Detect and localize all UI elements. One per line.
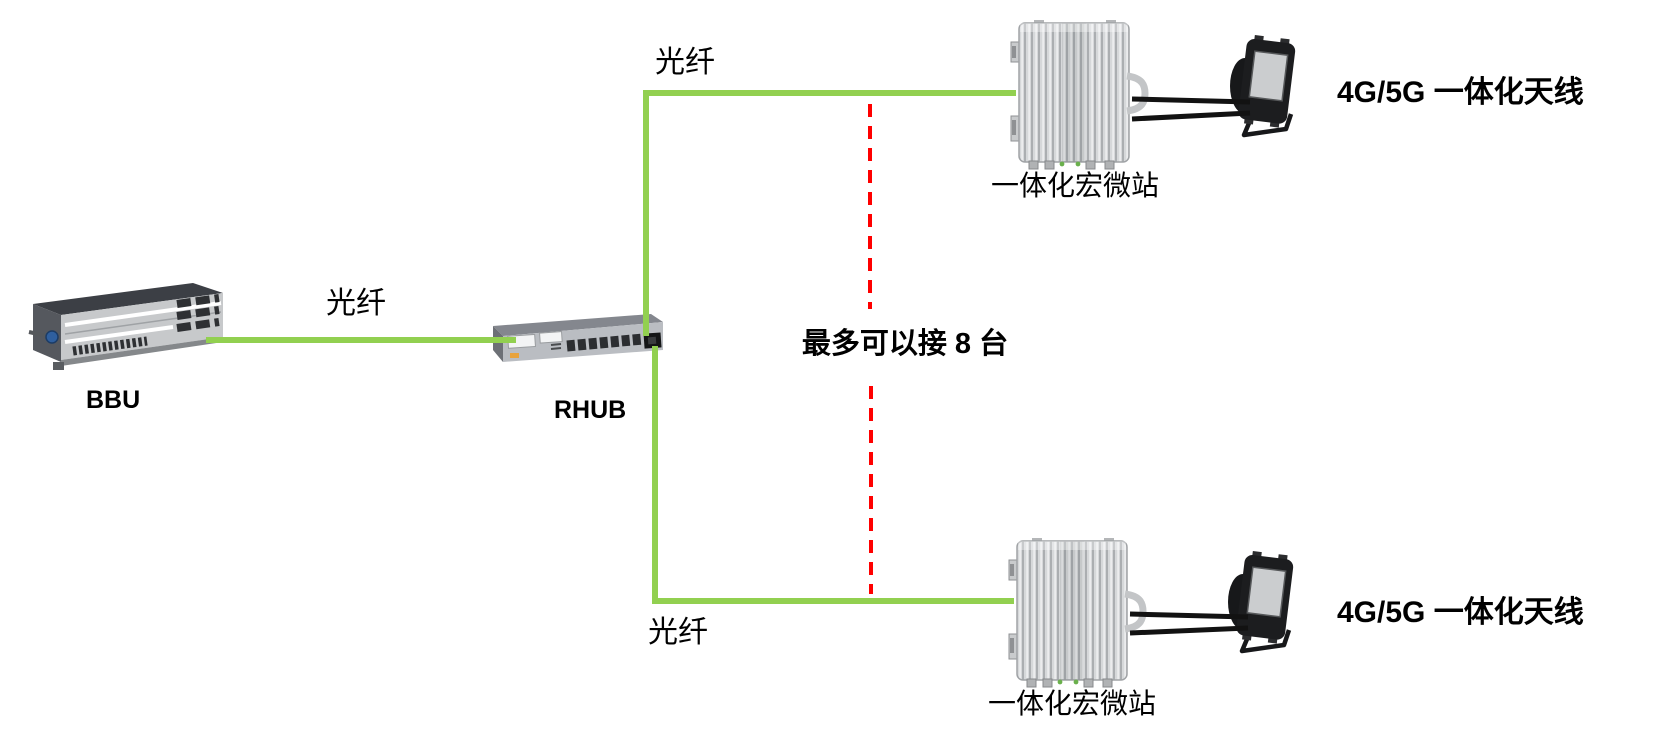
station-top-label: 一体化宏微站 xyxy=(990,170,1159,201)
fiber-label-bbu-rhub: 光纤 xyxy=(326,287,386,320)
station-bottom-label: 一体化宏微站 xyxy=(987,688,1156,719)
rhub-device xyxy=(487,310,665,364)
bbu-device xyxy=(25,280,225,375)
fiber-label-rhub-top: 光纤 xyxy=(655,46,715,79)
antenna-top-device xyxy=(1228,34,1303,139)
station-bottom-device xyxy=(1008,538,1148,688)
antenna-bottom-device xyxy=(1226,550,1301,655)
antenna-bottom-label: 4G/5G 一体化天线 xyxy=(1337,596,1584,629)
fiber-label-rhub-bottom: 光纤 xyxy=(648,616,708,649)
antenna-top-label: 4G/5G 一体化天线 xyxy=(1337,76,1584,109)
station-top-device xyxy=(1010,20,1150,170)
rhub-label: RHUB xyxy=(554,396,627,424)
fiber-link-rhub-station-top xyxy=(643,90,1016,336)
fiber-link-rhub-station-bottom xyxy=(652,346,1014,604)
max-units-note: 最多可以接 8 台 xyxy=(801,328,1009,360)
bbu-label: BBU xyxy=(86,386,141,414)
